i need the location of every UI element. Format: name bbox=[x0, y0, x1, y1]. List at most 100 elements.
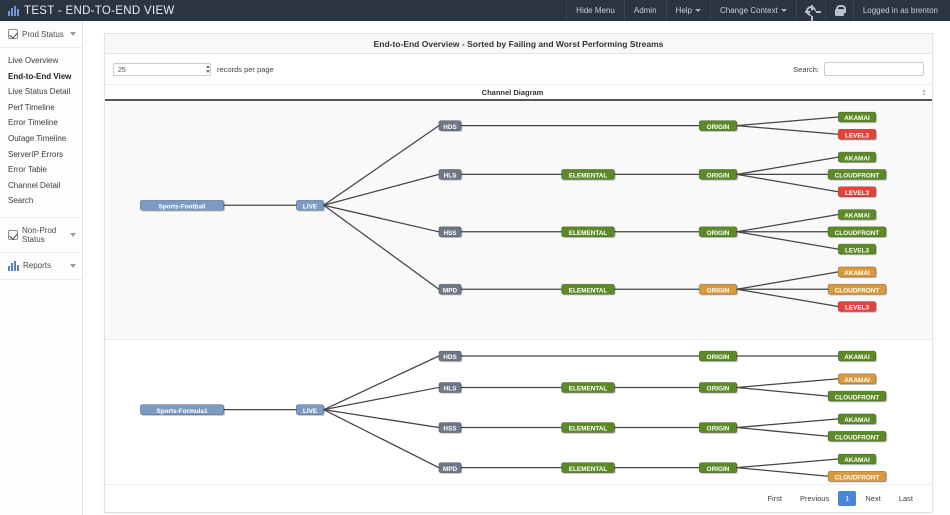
diagram-node-cdn[interactable]: AKAMAI bbox=[837, 453, 877, 466]
pagination-previous[interactable]: Previous bbox=[800, 493, 830, 503]
sidebar-item-channel-detail[interactable]: Channel Detail bbox=[8, 180, 61, 190]
diagram-node-origin-label: ORIGIN bbox=[707, 426, 730, 433]
diagram-node-protocol[interactable]: HDS bbox=[438, 120, 463, 132]
diagram-node-origin[interactable]: ORIGIN bbox=[698, 226, 738, 238]
bar-chart-icon bbox=[8, 5, 19, 16]
diagram-node-protocol[interactable]: MPD bbox=[438, 283, 463, 296]
diagram-link bbox=[736, 213, 839, 233]
diagram-node-cdn[interactable]: CLOUDFRONT bbox=[827, 431, 888, 443]
pagination-last[interactable]: Last bbox=[898, 493, 913, 503]
diagram-node-cdn-label: CLOUDFRONT bbox=[835, 173, 880, 180]
sidebar-item-error-table[interactable]: Error Table bbox=[8, 165, 47, 175]
diagram-node-protocol[interactable]: HSS bbox=[438, 422, 463, 435]
diagram-node-cdn[interactable]: AKAMAI bbox=[837, 151, 877, 164]
diagram-node-cdn[interactable]: CLOUDFRONT bbox=[827, 169, 888, 181]
sidebar-item-live-overview[interactable]: Live Overview bbox=[8, 56, 59, 66]
sidebar-item-live-status-detail[interactable]: Live Status Detail bbox=[8, 87, 71, 97]
diagram-node-encoder[interactable]: ELEMENTAL bbox=[561, 169, 616, 181]
chevron-down-icon bbox=[70, 263, 76, 268]
diagram-node-cdn[interactable]: CLOUDFRONT bbox=[827, 226, 888, 238]
pagination-page-1[interactable]: 1 bbox=[838, 490, 857, 507]
diagram-node-encoder[interactable]: ELEMENTAL bbox=[561, 462, 616, 475]
search-input[interactable] bbox=[824, 62, 924, 76]
diagram-link bbox=[736, 271, 839, 290]
diagram-node-origin[interactable]: ORIGIN bbox=[698, 120, 738, 132]
diagram-node-cdn[interactable]: AKAMAI bbox=[837, 209, 877, 221]
brand: TEST - END-TO-END VIEW bbox=[0, 0, 175, 21]
diagram-node-protocol-label: HSS bbox=[443, 230, 456, 237]
diagram-node-protocol[interactable]: HLS bbox=[438, 382, 463, 394]
diagram-link bbox=[736, 427, 829, 438]
sidebar-group-non-prod-status[interactable]: Non-Prod Status bbox=[0, 218, 82, 253]
nav-admin[interactable]: Admin bbox=[623, 0, 666, 21]
pagination-first[interactable]: First bbox=[767, 493, 783, 503]
sidebar-item-end-to-end-view[interactable]: End-to-End View bbox=[8, 71, 72, 81]
diagram-node-encoder-label: ELEMENTAL bbox=[569, 386, 608, 393]
sidebar-item-perf-timeline[interactable]: Perf Timeline bbox=[8, 102, 55, 112]
diagram-node-encoder[interactable]: ELEMENTAL bbox=[561, 422, 616, 435]
sidebar-item-outage-timeline[interactable]: Outage Timeline bbox=[8, 134, 67, 143]
bar-chart-icon bbox=[8, 260, 19, 271]
nav-help[interactable]: Help bbox=[665, 0, 710, 21]
diagram-node-cdn[interactable]: AKAMAI bbox=[837, 111, 877, 124]
diagram-node-protocol-label: HLS bbox=[444, 386, 457, 393]
diagram-node-origin[interactable]: ORIGIN bbox=[698, 422, 738, 435]
diagram-node-cdn[interactable]: AKAMAI bbox=[837, 373, 877, 386]
diagram-node-origin[interactable]: ORIGIN bbox=[698, 462, 738, 475]
diagram-node-protocol[interactable]: HSS bbox=[438, 226, 463, 238]
nav-change-context-label: Change Context bbox=[720, 6, 778, 15]
sort-arrows-icon[interactable] bbox=[922, 89, 926, 96]
chevron-down-icon bbox=[695, 9, 701, 12]
diagram-node-origin[interactable]: ORIGIN bbox=[698, 283, 738, 296]
diagram-node-cdn[interactable]: CLOUDFRONT bbox=[827, 283, 888, 296]
diagram-node-cdn[interactable]: LEVEL3 bbox=[837, 243, 877, 256]
nav-settings[interactable] bbox=[795, 0, 825, 21]
diagram-node-origin[interactable]: ORIGIN bbox=[698, 350, 738, 363]
diagram-node-protocol[interactable]: MPD bbox=[438, 462, 463, 475]
diagram-node-encoder-label: ELEMENTAL bbox=[569, 426, 608, 433]
nav-change-context[interactable]: Change Context bbox=[710, 0, 796, 21]
diagram-node-source[interactable]: Sports-Football bbox=[139, 199, 225, 212]
records-per-page-input[interactable]: 25 bbox=[113, 62, 211, 76]
diagram-node-protocol[interactable]: HLS bbox=[438, 169, 463, 181]
app-title: TEST - END-TO-END VIEW bbox=[24, 4, 175, 17]
diagram-node-encoder-label: ELEMENTAL bbox=[569, 173, 608, 180]
diagram-node-origin-label: ORIGIN bbox=[707, 230, 730, 237]
diagram-node-cdn[interactable]: AKAMAI bbox=[837, 266, 877, 279]
diagram-node-origin-label: ORIGIN bbox=[707, 354, 730, 361]
diagram-node-protocol[interactable]: HDS bbox=[438, 350, 463, 363]
diagram-node-cdn[interactable]: AKAMAI bbox=[837, 413, 877, 426]
diagram-node-live[interactable]: LIVE bbox=[296, 199, 325, 212]
diagram-node-cdn[interactable]: AKAMAI bbox=[837, 350, 877, 363]
sidebar-group-prod-status[interactable]: Prod Status bbox=[0, 21, 82, 48]
diagram-node-live[interactable]: LIVE bbox=[296, 404, 325, 417]
diagram-node-encoder[interactable]: ELEMENTAL bbox=[561, 226, 616, 238]
diagram-node-origin-label: ORIGIN bbox=[707, 173, 730, 180]
diagram-node-origin[interactable]: ORIGIN bbox=[698, 382, 738, 394]
top-bar: TEST - END-TO-END VIEW Hide Menu Admin H… bbox=[0, 0, 950, 21]
diagram-node-cdn[interactable]: CLOUDFRONT bbox=[827, 391, 888, 403]
table-column-header[interactable]: Channel Diagram bbox=[105, 84, 932, 101]
pagination-next[interactable]: Next bbox=[865, 493, 881, 503]
diagram-node-cdn[interactable]: LEVEL3 bbox=[837, 301, 877, 313]
table-controls: 25 records per page Search: bbox=[105, 54, 932, 84]
diagram-node-encoder[interactable]: ELEMENTAL bbox=[561, 382, 616, 394]
sidebar-item-error-timeline[interactable]: Error Timeline bbox=[8, 118, 58, 128]
sidebar-item-serverip-errors[interactable]: ServerIP Errors bbox=[8, 149, 63, 159]
diagram-node-cdn-label: CLOUDFRONT bbox=[835, 475, 880, 482]
sidebar-group-reports[interactable]: Reports bbox=[0, 253, 82, 280]
diagram-node-origin[interactable]: ORIGIN bbox=[698, 169, 738, 181]
nav-lock[interactable] bbox=[824, 0, 853, 21]
nav-hide-menu[interactable]: Hide Menu bbox=[566, 0, 624, 21]
diagram-link bbox=[736, 173, 839, 193]
pagination: First Previous 1 Next Last bbox=[105, 484, 932, 512]
main-panel: End-to-End Overview - Sorted by Failing … bbox=[104, 33, 933, 513]
sidebar-item-search[interactable]: Search bbox=[8, 196, 34, 206]
diagram-node-cdn[interactable]: LEVEL3 bbox=[837, 186, 877, 198]
diagram-node-source[interactable]: Sports-Formula1 bbox=[139, 404, 225, 417]
sidebar-group-reports-label: Reports bbox=[23, 261, 52, 271]
diagram-node-cdn[interactable]: CLOUDFRONT bbox=[827, 471, 888, 483]
diagram-node-encoder[interactable]: ELEMENTAL bbox=[561, 283, 616, 296]
diagram-node-cdn-label: AKAMAI bbox=[844, 354, 870, 361]
diagram-node-cdn[interactable]: LEVEL3 bbox=[837, 128, 877, 141]
